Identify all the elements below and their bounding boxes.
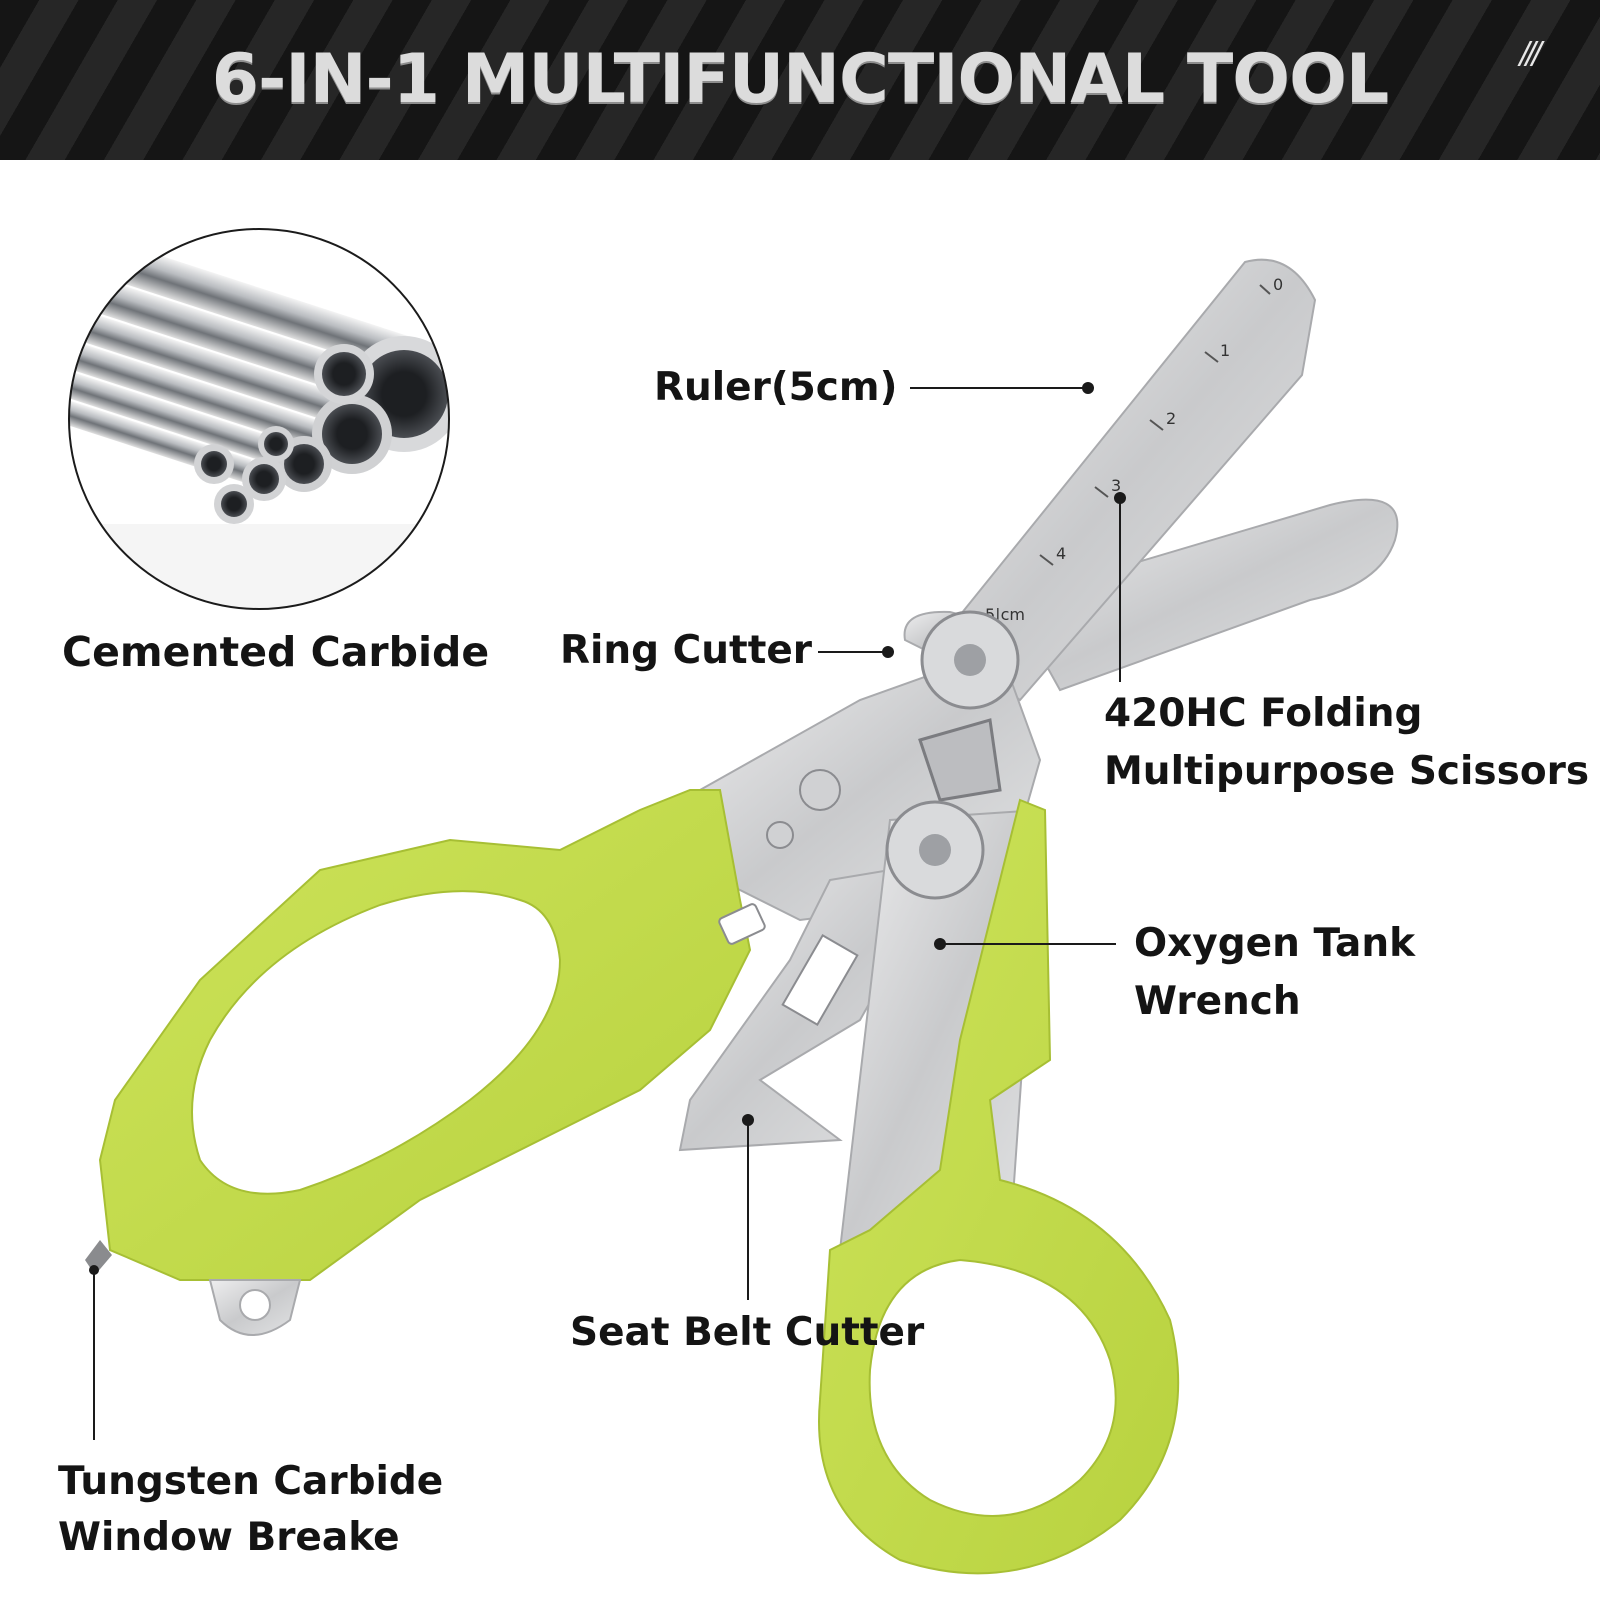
banner-slash-mark: /// <box>1519 36 1542 71</box>
left-handle <box>98 789 752 1281</box>
seat-belt-label: Seat Belt Cutter <box>570 1310 925 1355</box>
banner-title: 6-IN-1 MULTIFUNCTIONAL TOOL <box>211 40 1389 119</box>
ruler-mark-4: 4 <box>1056 544 1066 563</box>
ring-cutter-label: Ring Cutter <box>560 628 813 673</box>
ruler-label: Ruler(5cm) <box>654 365 898 410</box>
wrench-label-line2: Wrench <box>1134 979 1301 1024</box>
breaker-label-line1: Tungsten Carbide <box>58 1459 444 1504</box>
right-handle <box>818 798 1180 1575</box>
steel-tubes-icon <box>68 228 450 610</box>
breaker-label-line2: Window Breake <box>58 1515 400 1560</box>
title-banner <box>0 0 1600 160</box>
scissors-label-line1: 420HC Folding <box>1104 691 1423 736</box>
inset-caption: Cemented Carbide <box>62 628 490 676</box>
carbide-tubes-inset <box>64 224 454 614</box>
lower-blade <box>1008 498 1399 692</box>
ruler-mark-2: 2 <box>1166 409 1176 428</box>
ruler-mark-3: 3 <box>1111 476 1121 495</box>
scissors-label-line2: Multipurpose Scissors <box>1104 749 1590 794</box>
ruler-mark-0: 0 <box>1273 275 1283 294</box>
wrench-label-line1: Oxygen Tank <box>1134 921 1416 966</box>
ruler-blade <box>938 258 1317 702</box>
triangle-lock <box>918 718 1002 802</box>
ruler-mark-1: 1 <box>1220 341 1230 360</box>
